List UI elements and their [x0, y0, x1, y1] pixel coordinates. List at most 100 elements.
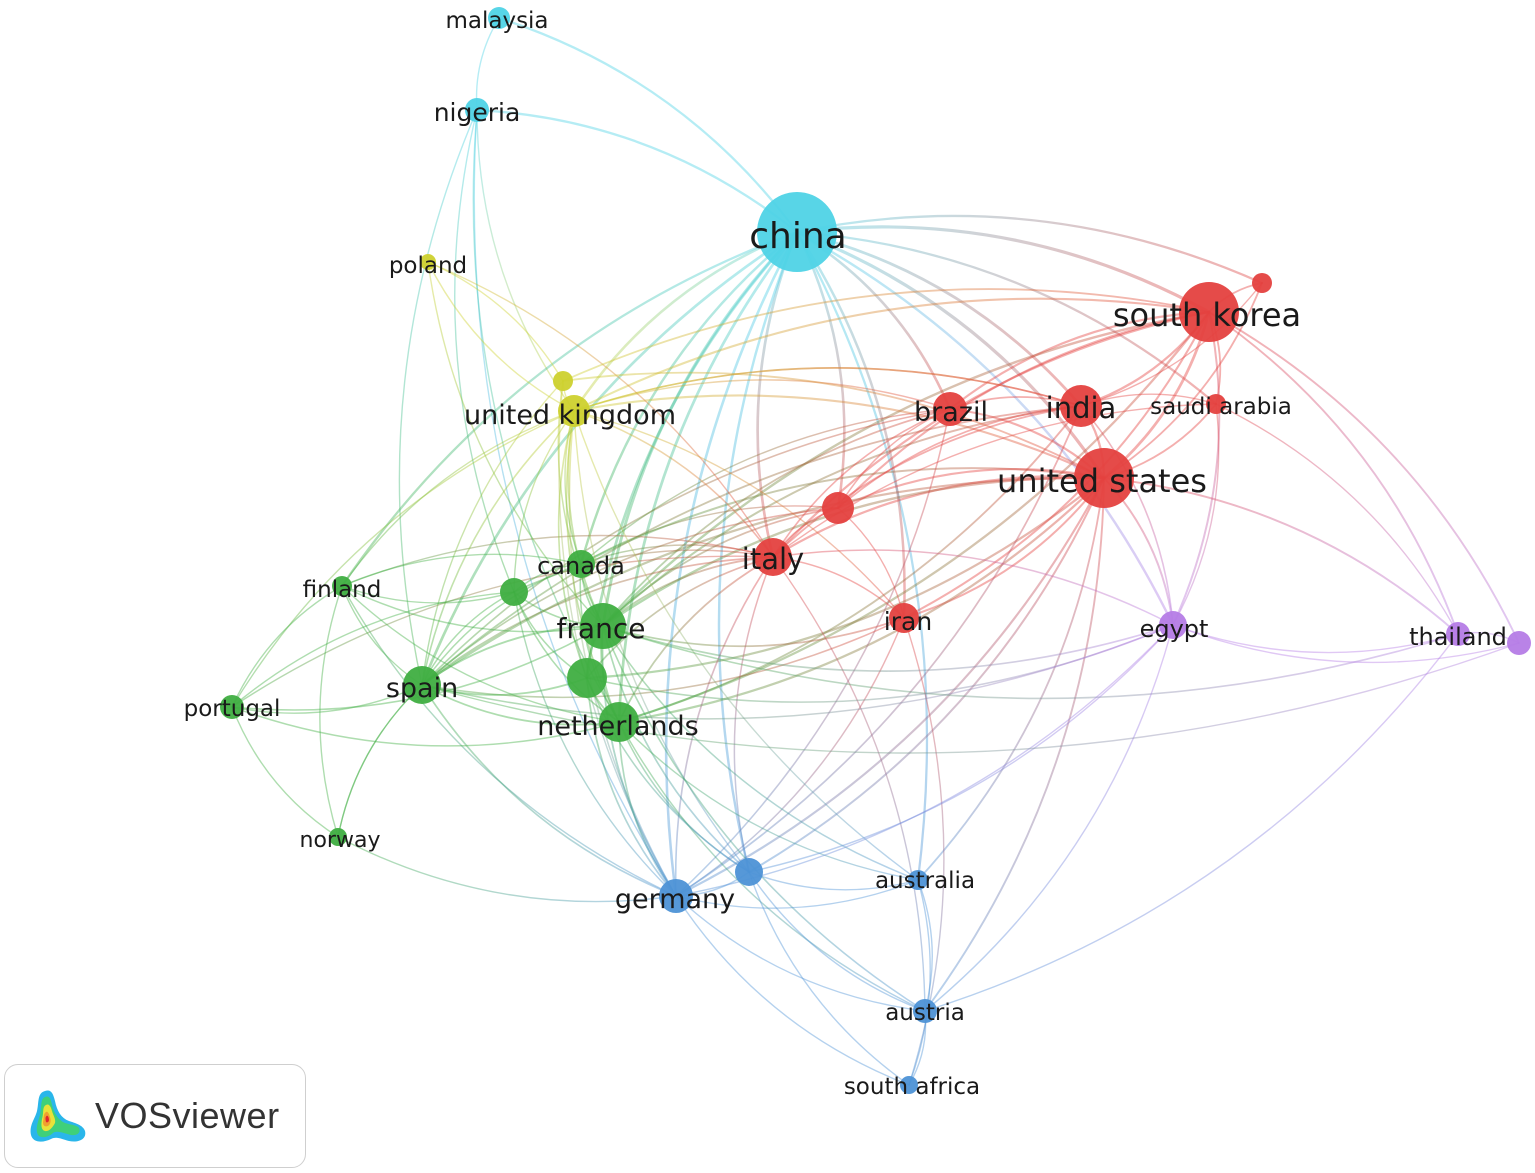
node-malaysia[interactable]: [488, 7, 510, 29]
label-spain[interactable]: spain: [386, 673, 458, 704]
label-norway[interactable]: norway: [300, 828, 381, 853]
link-austria-thailand: [924, 633, 1459, 1012]
link-brazil-canada: [580, 408, 951, 565]
label-thailand[interactable]: thailand: [1409, 623, 1507, 651]
label-india[interactable]: india: [1046, 391, 1117, 425]
link-south_korea-brazil: [948, 310, 1211, 411]
link-blue_unlabeled-australia: [748, 871, 919, 891]
link-south_korea-thailand: [1208, 311, 1459, 635]
node-yellow-unlabeled[interactable]: [553, 371, 573, 391]
node-green-unlabeled-2[interactable]: [567, 658, 607, 698]
node-spain[interactable]: [403, 666, 441, 704]
link-green_unlabeled_2-blue_unlabeled: [586, 677, 750, 873]
link-finland-france: [341, 585, 604, 633]
link-united_states-blue_unlabeled: [748, 477, 1105, 873]
node-canada[interactable]: [567, 550, 595, 578]
link-canada-finland: [341, 553, 582, 587]
brand-name: VOSviewer: [95, 1095, 280, 1136]
node-iran[interactable]: [889, 603, 919, 633]
node-red-unlabeled-1[interactable]: [822, 492, 854, 524]
link-poland-france: [427, 261, 604, 627]
node-green-unlabeled-1[interactable]: [500, 578, 528, 606]
node-italy[interactable]: [754, 538, 792, 576]
link-italy-blue_unlabeled: [733, 556, 774, 873]
link-iran-france: [602, 617, 905, 648]
link-united_kingdom-spain: [421, 410, 575, 686]
node-poland[interactable]: [420, 254, 436, 270]
link-france-austria: [602, 625, 926, 1012]
link-portugal-green_unlabeled_1: [231, 591, 515, 708]
link-malaysia-china: [497, 16, 799, 234]
node-blue-unlabeled[interactable]: [735, 858, 763, 886]
label-netherlands[interactable]: netherlands: [537, 711, 699, 742]
label-china[interactable]: china: [749, 216, 847, 257]
node-south-africa[interactable]: [900, 1076, 918, 1094]
node-brazil[interactable]: [933, 392, 967, 426]
node-france[interactable]: [580, 603, 626, 649]
label-south-korea[interactable]: south korea: [1113, 296, 1301, 334]
node-india[interactable]: [1060, 385, 1102, 427]
label-malaysia[interactable]: malaysia: [445, 8, 548, 34]
label-italy[interactable]: italy: [742, 542, 804, 576]
label-united-kingdom[interactable]: united kingdom: [464, 400, 676, 431]
link-purple_unlabeled-south_korea: [1208, 311, 1520, 644]
node-united-kingdom[interactable]: [558, 395, 590, 427]
link-poland-united_kingdom: [427, 261, 575, 412]
label-south-africa[interactable]: south africa: [844, 1074, 980, 1100]
link-italy-egypt: [772, 549, 1174, 626]
node-red-unlabeled-2[interactable]: [1252, 273, 1272, 293]
link-china-netherlands: [617, 230, 799, 724]
label-united-states[interactable]: united states: [997, 462, 1207, 500]
node-norway[interactable]: [329, 828, 347, 846]
node-china[interactable]: [757, 192, 837, 272]
node-austria[interactable]: [913, 999, 937, 1023]
label-brazil[interactable]: brazil: [914, 397, 988, 428]
labels-layer: china malaysia nigeria south korea unite…: [184, 8, 1507, 1100]
link-united_kingdom-india: [573, 367, 1082, 412]
node-united-states[interactable]: [1074, 448, 1134, 508]
link-china-united_states: [795, 230, 1106, 480]
link-china-canada: [579, 230, 799, 566]
link-italy-netherlands: [618, 556, 774, 723]
link-united_states-united_kingdom: [572, 394, 1106, 480]
link-nigeria-green_unlabeled_1: [454, 109, 515, 593]
node-netherlands[interactable]: [599, 702, 639, 742]
link-china-red_unlabeled_1: [795, 230, 846, 510]
node-purple-unlabeled[interactable]: [1507, 631, 1531, 655]
label-france[interactable]: france: [557, 612, 646, 645]
node-finland[interactable]: [332, 576, 352, 596]
label-austria[interactable]: austria: [885, 1000, 965, 1026]
label-poland[interactable]: poland: [389, 253, 467, 279]
node-portugal[interactable]: [220, 695, 244, 719]
link-poland-italy: [427, 261, 774, 558]
link-canada-spain: [421, 563, 582, 686]
label-germany[interactable]: germany: [615, 884, 735, 915]
link-netherlands-australia: [618, 721, 919, 881]
node-germany[interactable]: [659, 879, 693, 913]
link-united_states-red_unlabeled_2: [1103, 282, 1263, 479]
label-nigeria[interactable]: nigeria: [434, 98, 521, 127]
link-south_korea-egypt: [1172, 311, 1221, 626]
node-nigeria[interactable]: [465, 98, 489, 122]
label-egypt[interactable]: egypt: [1140, 615, 1209, 643]
label-finland[interactable]: finland: [303, 577, 382, 603]
link-netherlands-germany: [618, 721, 677, 897]
node-australia[interactable]: [908, 870, 928, 890]
node-saudi-arabia[interactable]: [1206, 394, 1226, 414]
label-australia[interactable]: australia: [875, 868, 975, 894]
link-united_kingdom-green_unlabeled_1: [513, 410, 575, 593]
label-saudi-arabia[interactable]: saudi arabia: [1150, 394, 1292, 420]
link-blue_unlabeled-south_africa: [748, 871, 910, 1086]
node-thailand[interactable]: [1446, 622, 1470, 646]
label-iran[interactable]: iran: [884, 607, 932, 636]
label-portugal[interactable]: portugal: [184, 696, 281, 722]
node-south-korea[interactable]: [1179, 282, 1239, 342]
label-canada[interactable]: canada: [537, 552, 625, 580]
node-egypt[interactable]: [1159, 611, 1187, 639]
link-purple_unlabeled-spain: [421, 642, 1520, 754]
link-nigeria-united_kingdom: [476, 109, 575, 412]
link-red_unlabeled_1-france: [602, 507, 839, 627]
link-india-germany: [675, 405, 1082, 897]
link-united_kingdom-blue_unlabeled: [573, 410, 750, 873]
